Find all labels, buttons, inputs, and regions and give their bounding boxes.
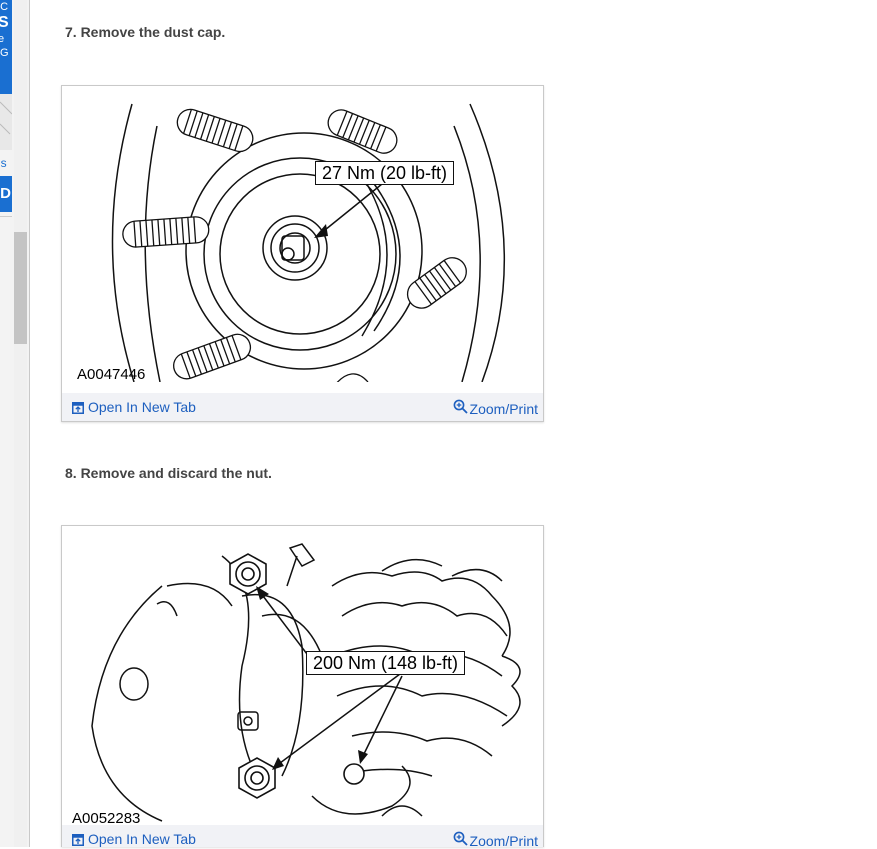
torque-callout: 200 Nm (148 lb-ft) [306, 651, 466, 675]
zoom-print-label: Zoom/Print [469, 833, 538, 849]
figure-id: A0047446 [77, 366, 146, 383]
figure-toolbar: Open In New Tab Zoom/Print [62, 825, 543, 849]
zoom-print-label: Zoom/Print [469, 401, 538, 417]
figure-id: A0052283 [72, 810, 141, 827]
zoom-print-link[interactable]: Zoom/Print [453, 831, 538, 849]
open-in-new-tab-link[interactable]: Open In New Tab [72, 831, 196, 847]
open-in-new-tab-link[interactable]: Open In New Tab [72, 399, 196, 415]
sidebar-thumbnail-lines [0, 101, 12, 135]
torque-callout: 27 Nm (20 lb-ft) [315, 161, 455, 185]
step-7-text: 7. Remove the dust cap. [65, 24, 226, 40]
open-in-new-tab-label: Open In New Tab [88, 399, 196, 415]
zoom-print-link[interactable]: Zoom/Print [453, 399, 538, 417]
axle-knuckle-illustration [91, 543, 521, 822]
figure-a0052283: 200 Nm (148 lb-ft) A0052283 Open In New … [61, 525, 544, 849]
sidebar-blue-card[interactable]: LC S e G [0, 0, 12, 94]
sidebar-fragment: G [0, 47, 9, 59]
scrollbar-track[interactable] [14, 0, 27, 847]
scrollbar-thumb[interactable] [14, 232, 27, 344]
step-8-text: 8. Remove and discard the nut. [65, 465, 272, 481]
open-in-new-tab-label: Open In New Tab [88, 831, 196, 847]
sidebar-fragment: LC [0, 1, 9, 13]
wheel-hub-illustration [62, 103, 543, 393]
sidebar-partial: LC S e G ns D [0, 0, 30, 847]
open-new-tab-icon [72, 834, 84, 846]
zoom-in-icon [453, 831, 468, 846]
figure-a0047446: 27 Nm (20 lb-ft) A0047446 Open In New Ta… [61, 85, 544, 422]
sidebar-thumbnail[interactable] [0, 94, 12, 150]
sidebar-link-fragment[interactable]: ns [0, 156, 7, 170]
sidebar-fragment: e [0, 32, 12, 46]
sidebar-divider [0, 216, 12, 217]
open-new-tab-icon [72, 402, 84, 414]
sidebar-fragment: S [0, 14, 12, 32]
zoom-in-icon [453, 399, 468, 414]
sidebar-button-partial[interactable]: D [0, 176, 12, 212]
figure-toolbar: Open In New Tab Zoom/Print [62, 393, 543, 421]
